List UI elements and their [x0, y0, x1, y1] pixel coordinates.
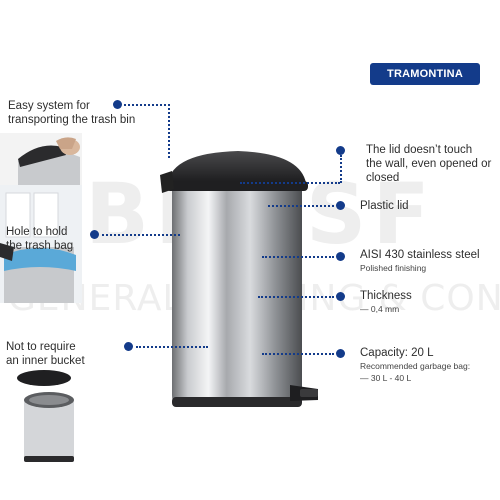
hole-thumbnail-image [0, 185, 82, 303]
transport-thumbnail-image [0, 133, 82, 193]
steel-label: AISI 430 stainless steel [360, 249, 480, 261]
trash-bin-main-image [160, 151, 318, 407]
thickness-marker-dot [336, 292, 345, 301]
plastic-marker-dot [336, 201, 345, 210]
capacity-detail-1: Recommended garbage bag: [360, 361, 471, 371]
transport-label-line1: Easy system for [8, 100, 90, 112]
bucket-leader-line [136, 346, 208, 348]
thickness-label: Thickness [360, 290, 412, 302]
capacity-label: Capacity: 20 L [360, 347, 434, 359]
bucket-label-line2: an inner bucket [6, 355, 85, 367]
transport-leader-line [124, 104, 170, 106]
capacity-marker-dot [336, 349, 345, 358]
brand-badge: TRAMONTINA [370, 63, 480, 85]
hole-label-line2: the trash bag [6, 240, 74, 252]
bucket-marker-dot [124, 342, 133, 351]
thickness-detail: — 0,4 mm [360, 304, 400, 314]
plastic-label: Plastic lid [360, 200, 409, 212]
open-bin-thumbnail-image [17, 370, 74, 462]
lid-marker-dot [336, 146, 345, 155]
hole-leader-line [102, 234, 180, 236]
hole-label-line1: Hole to hold [6, 226, 68, 238]
hole-marker-dot [90, 230, 99, 239]
plastic-leader-line [268, 205, 334, 207]
transport-leader-line-vertical [168, 104, 170, 158]
lid-label-line2: the wall, even opened or [366, 158, 492, 170]
lid-label-line3: closed [366, 172, 400, 184]
transport-marker-dot [113, 100, 122, 109]
lid-leader-line-vertical [340, 155, 342, 183]
steel-leader-line [262, 256, 334, 258]
bucket-label-line1: Not to require [6, 341, 76, 353]
lid-leader-line [240, 182, 340, 184]
capacity-detail-2: — 30 L - 40 L [360, 373, 412, 383]
capacity-leader-line [262, 353, 334, 355]
lid-label-line1: The lid doesn’t touch [366, 144, 473, 156]
steel-marker-dot [336, 252, 345, 261]
thickness-leader-line [258, 296, 334, 298]
steel-detail: Polished finishing [360, 263, 427, 273]
transport-label-line2: transporting the trash bin [8, 114, 136, 126]
